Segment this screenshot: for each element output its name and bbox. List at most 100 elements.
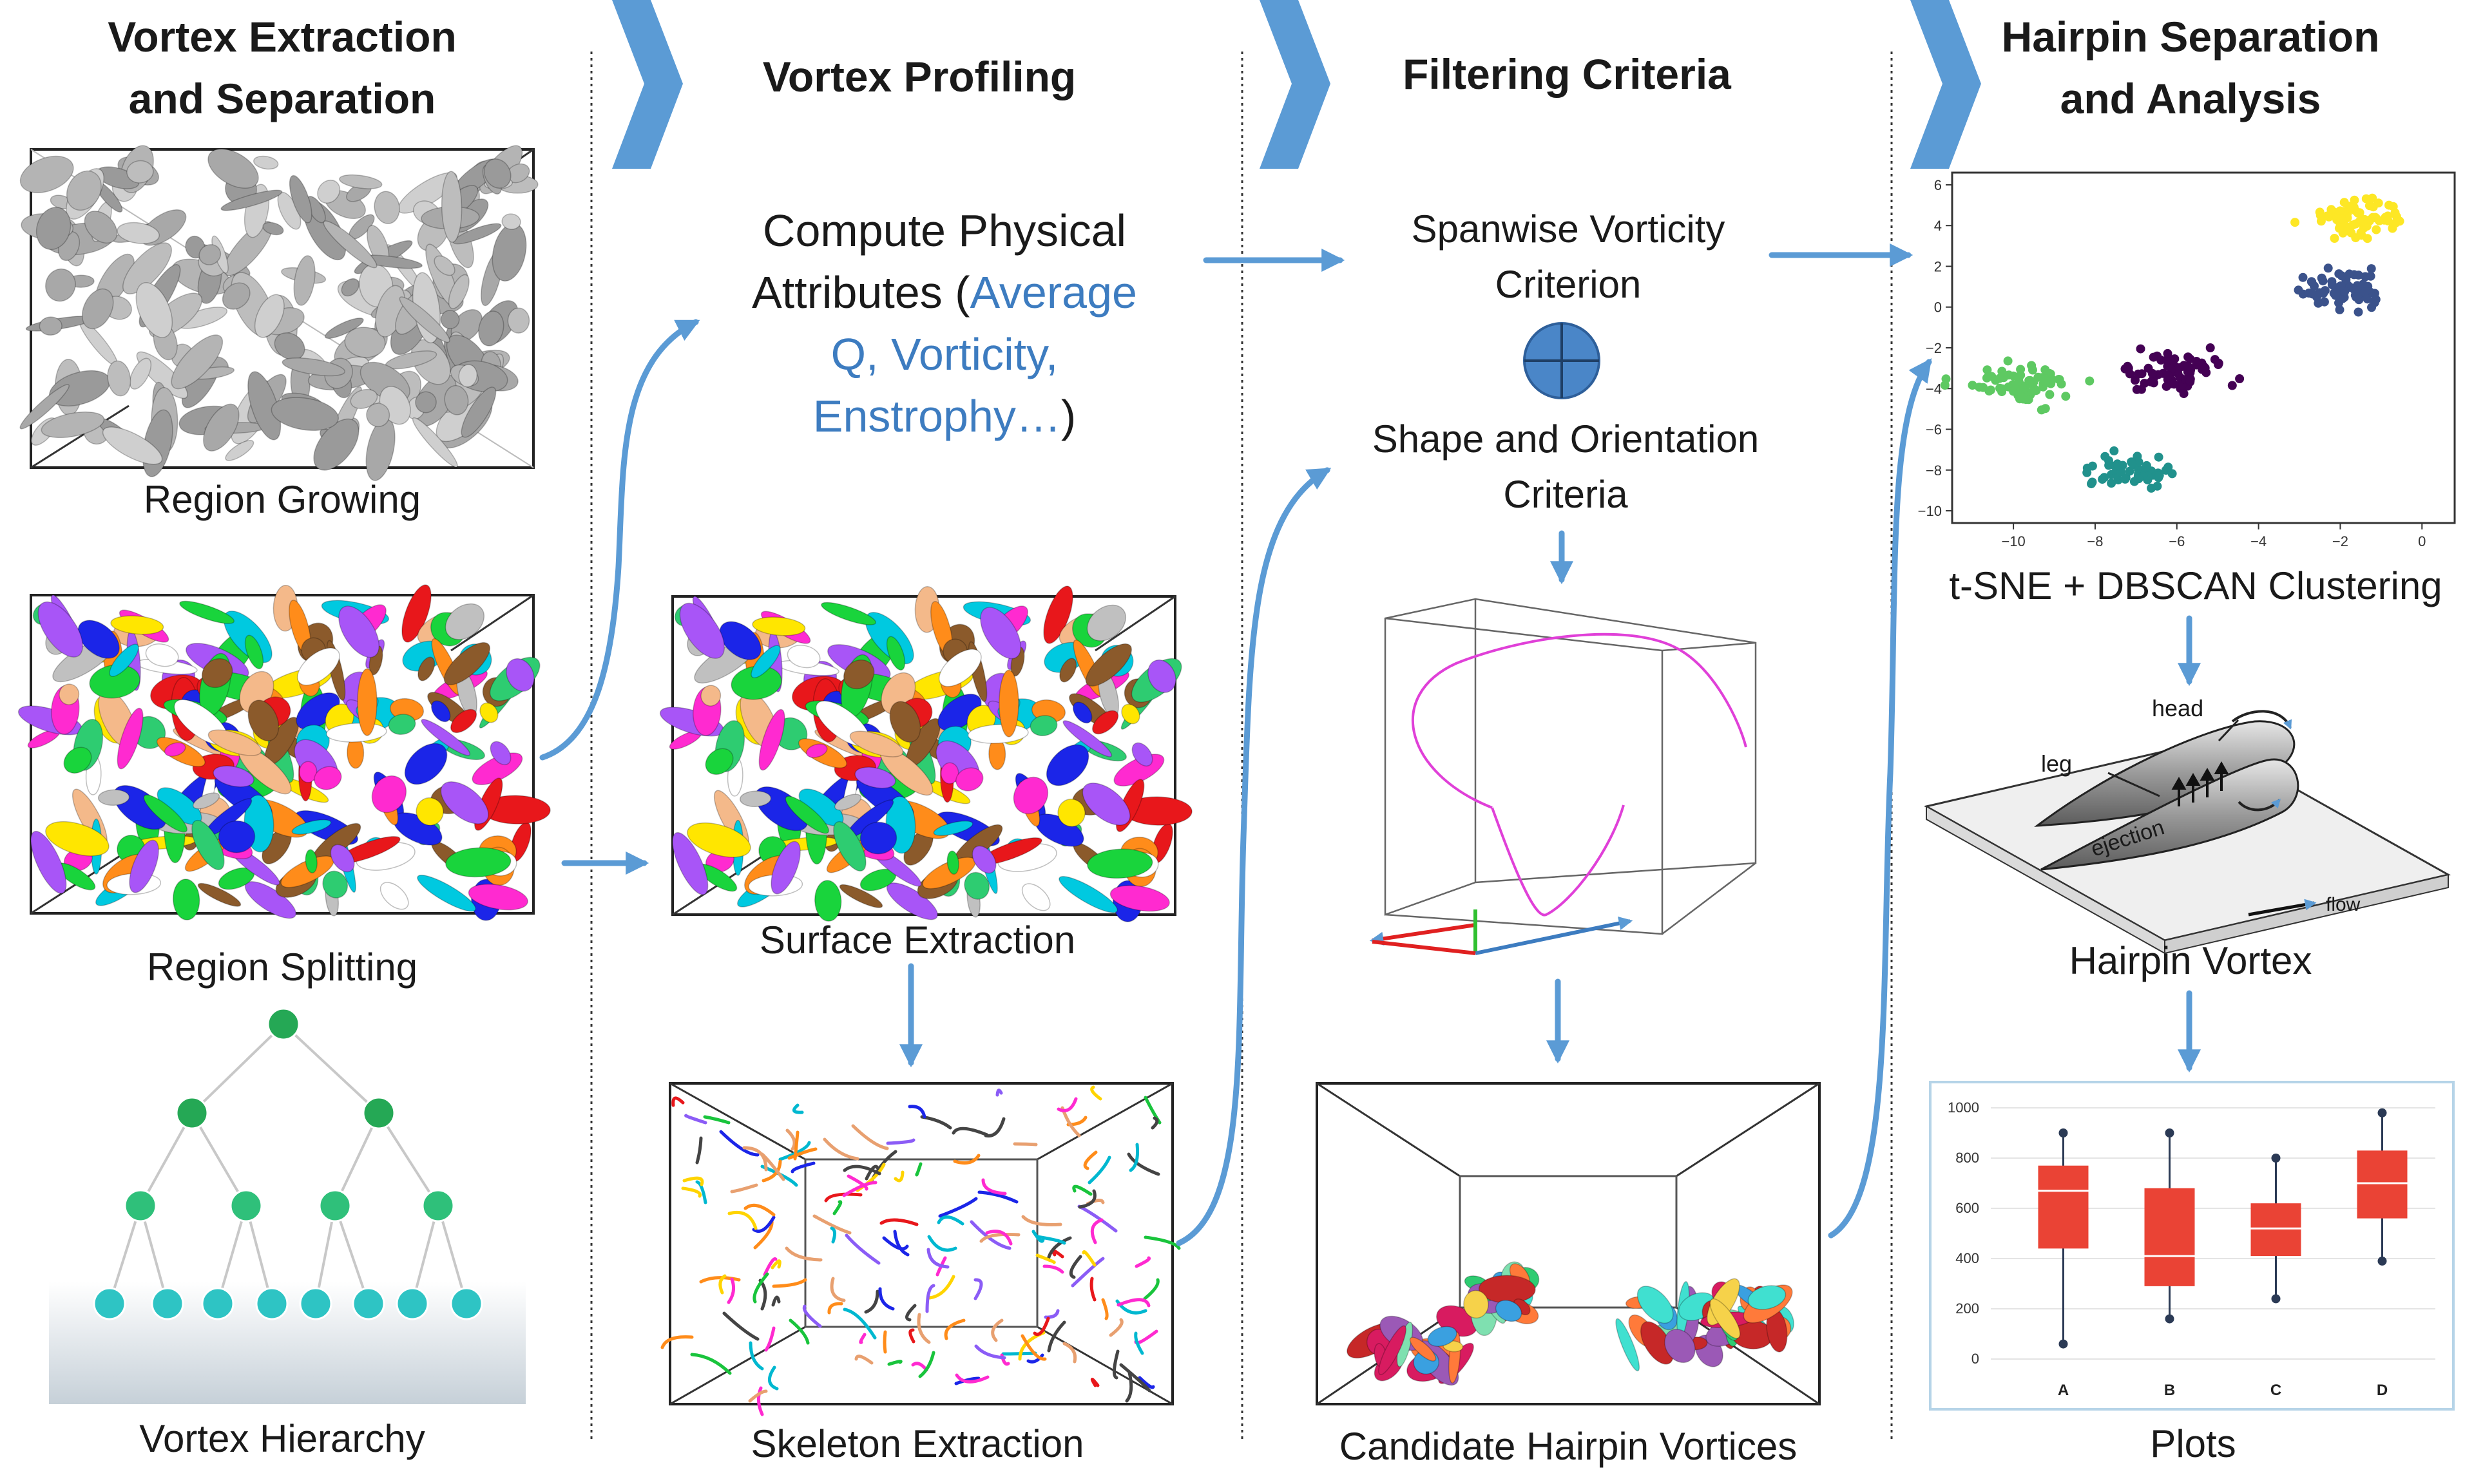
skeleton-line (802, 1304, 822, 1328)
vortex-blob (218, 820, 256, 853)
vortex-blob (305, 849, 318, 873)
skeleton-line (785, 1246, 823, 1262)
scatter-point (2040, 365, 2050, 375)
vortex-blob (468, 884, 528, 911)
skeleton-line (792, 1103, 804, 1114)
vortex-blob (1085, 643, 1132, 687)
chevron-arrow-icon (1260, 0, 1330, 169)
flow-arrow (1828, 358, 1932, 1239)
column-title-hairpin: Hairpin Separation (2002, 13, 2380, 61)
vortex-blob (1046, 744, 1089, 786)
vortex-blob (254, 294, 285, 338)
vortex-blob (1030, 715, 1058, 737)
vortex-blob (955, 767, 984, 792)
skeleton-line (915, 1162, 923, 1177)
vortex-blob (739, 790, 772, 807)
scatter-point (1940, 381, 1950, 390)
vortex-blob (341, 278, 360, 297)
scatter-point (2335, 206, 2345, 216)
skeleton-line (772, 1278, 807, 1288)
skeleton-line (905, 1304, 917, 1322)
scatter-point (2395, 216, 2404, 226)
y-tick-label: 400 (1955, 1250, 1979, 1266)
vortex-blob (173, 879, 200, 920)
vortex-blob (179, 600, 235, 624)
scatter-point (2317, 273, 2326, 283)
compute-attributes-text: Attributes (Average (752, 267, 1137, 318)
scatter-point (2366, 264, 2376, 274)
vortex-blob (417, 875, 477, 912)
vortex-blob (247, 371, 282, 441)
scatter-point (2107, 479, 2116, 488)
vortex-blob (97, 789, 130, 806)
box (2357, 1150, 2408, 1219)
vortex-blob (379, 882, 409, 910)
skeleton-line (1101, 1298, 1109, 1320)
vortex-blob (324, 318, 364, 339)
vortex-blob (84, 211, 118, 244)
vortex-blob (371, 775, 407, 813)
skeleton-line (944, 1318, 966, 1340)
skeleton-line (827, 1302, 843, 1315)
vortex-blob (129, 357, 152, 390)
tree-edge (411, 1205, 439, 1304)
scatter-point (2120, 474, 2130, 484)
vortex-blob (933, 821, 973, 836)
skeleton-line (830, 1277, 846, 1302)
vortex-blob (771, 841, 801, 895)
scatter-point (2127, 459, 2137, 468)
skeleton-line (695, 1180, 707, 1204)
vortex-blob (1013, 776, 1049, 815)
scatter-point (2055, 375, 2064, 385)
scatter-point (2298, 272, 2308, 282)
skeleton-line (1047, 1320, 1066, 1353)
hairpin-vortex-caption: Hairpin Vortex (2069, 939, 2312, 982)
flow-arrow (1176, 467, 1332, 1246)
tree-node (124, 1189, 157, 1222)
scatter-point (2210, 355, 2220, 365)
scatter-point (2290, 218, 2300, 227)
scatter-point (2330, 234, 2339, 243)
skeleton-line (787, 1147, 818, 1160)
skeleton-line (953, 1154, 981, 1165)
scatter-point (2134, 474, 2143, 484)
vortex-blob (45, 268, 76, 302)
vortex-blob (117, 707, 144, 770)
scatter-point (2350, 195, 2359, 205)
vortex-blob (441, 171, 463, 243)
skeleton-line (684, 1114, 707, 1125)
vortex-blob (889, 701, 921, 743)
plots-caption: Plots (2150, 1422, 2236, 1465)
tsne-caption: t-SNE + DBSCAN Clustering (1949, 564, 2442, 607)
vortex-blob (1087, 848, 1153, 879)
skeleton-line (984, 1117, 1006, 1137)
scatter-point (2028, 365, 2037, 375)
skeleton-line (955, 1373, 990, 1384)
vortex-blob (412, 417, 458, 468)
y-tick-label: 2 (1934, 258, 1942, 274)
scatter-point (2046, 379, 2056, 388)
tree-node (229, 1189, 263, 1222)
vortex-blob (448, 274, 470, 309)
vortex-blob (63, 747, 92, 774)
column-title-extraction: and Separation (129, 75, 436, 122)
skeleton-line (722, 1311, 760, 1341)
scatter-point (2149, 352, 2158, 362)
vortex-blob (430, 700, 451, 723)
hairpin-blob (1495, 1299, 1522, 1322)
skeleton-line (742, 1146, 768, 1172)
scatter-point (2133, 369, 2143, 379)
vortex-blob (374, 191, 400, 224)
skeleton-line (789, 1318, 810, 1345)
vortex-blob (834, 794, 862, 811)
vortex-blob (298, 761, 318, 783)
tree-node (299, 1287, 332, 1320)
scatter-point (2294, 285, 2303, 295)
skeleton-line (1083, 1150, 1098, 1170)
hairpin-blob (1427, 1326, 1457, 1347)
skeleton-line (743, 1203, 776, 1217)
skeleton-line (917, 1313, 931, 1344)
region-splitting-render (17, 584, 551, 921)
scatter-point (1968, 381, 1977, 390)
